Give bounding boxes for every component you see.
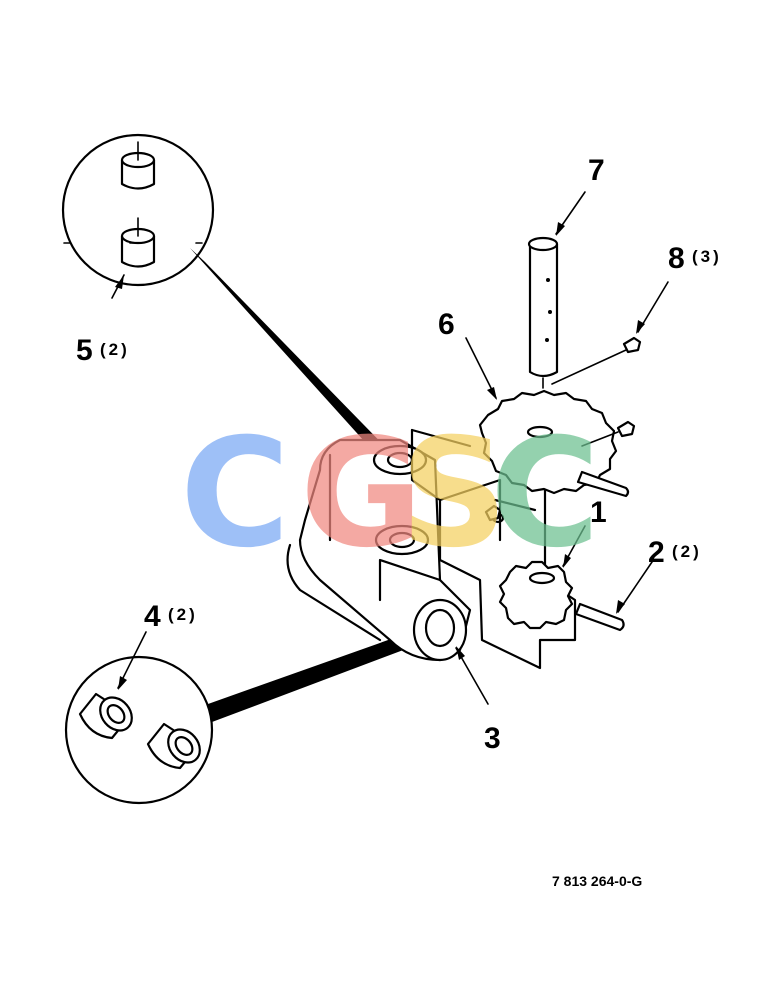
- watermark-letter-4: C: [490, 407, 600, 581]
- watermark: C G S C: [180, 407, 600, 581]
- callout-5-number: 5: [76, 334, 93, 367]
- callout-1-number: 1: [590, 496, 607, 529]
- bushing-upper: [120, 141, 156, 190]
- detail-circle-top: [61, 133, 400, 472]
- callout-3-number: 3: [484, 722, 501, 755]
- callout-8-qty: (3): [692, 247, 722, 266]
- pins: [574, 470, 653, 632]
- sleeve-left: [78, 692, 133, 740]
- callout-4-number: 4: [144, 600, 161, 633]
- spur-gear: [465, 337, 618, 495]
- callout-labels: 7 8 (3) 6 5 (2) 1 2 (2) 4 (2) 3: [76, 154, 722, 755]
- callout-6-number: 6: [438, 308, 455, 341]
- drawing-code: 7 813 264-0-G: [552, 873, 642, 889]
- bushing-lower: [120, 217, 156, 268]
- screws: [484, 281, 669, 522]
- watermark-letter-3: S: [400, 407, 508, 581]
- pinion-gear: [498, 525, 586, 630]
- callout-7-number: 7: [588, 154, 605, 187]
- callout-2-qty: (2): [672, 542, 702, 561]
- callout-8-number: 8: [668, 242, 685, 275]
- shaft: [527, 191, 586, 601]
- detail-circle-bottom: [64, 628, 430, 805]
- callout-2-number: 2: [648, 536, 665, 569]
- watermark-letter-1: C: [180, 407, 290, 581]
- sleeve-right: [146, 722, 201, 770]
- callout-4-qty: (2): [168, 605, 198, 624]
- watermark-letter-2: G: [300, 407, 423, 581]
- callout-5-qty: (2): [100, 340, 130, 359]
